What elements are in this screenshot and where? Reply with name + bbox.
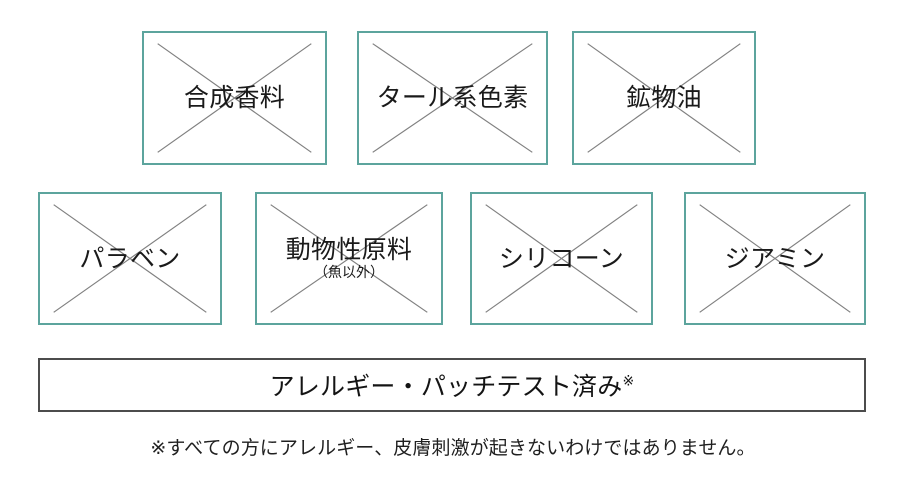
free-ingredient-box-paraben: パラベン <box>38 192 222 325</box>
free-ingredient-box-silicone: シリコーン <box>470 192 653 325</box>
free-ingredient-label-wrap: 鉱物油 <box>574 33 754 163</box>
free-ingredient-label: 鉱物油 <box>626 84 702 112</box>
free-ingredient-box-mineral-oil: 鉱物油 <box>572 31 756 165</box>
free-ingredient-label-wrap: シリコーン <box>472 194 651 323</box>
free-ingredient-label: ジアミン <box>724 244 826 273</box>
free-ingredient-label: シリコーン <box>498 244 625 273</box>
free-ingredient-sublabel: （魚以外） <box>314 264 384 281</box>
free-ingredient-box-tar-colorant: タール系色素 <box>357 31 548 165</box>
footnote-disclaimer: ※すべての方にアレルギー、皮膚刺激が起きないわけではありません。 <box>150 438 756 459</box>
free-ingredient-label-wrap: タール系色素 <box>359 33 546 163</box>
free-ingredient-label-wrap: ジアミン <box>686 194 864 323</box>
free-ingredient-label: タール系色素 <box>376 84 529 112</box>
free-ingredient-box-diamine: ジアミン <box>684 192 866 325</box>
free-ingredient-label-wrap: 動物性原料 （魚以外） <box>257 194 441 323</box>
banner-footnote-marker: ※ <box>622 372 635 389</box>
free-ingredient-label: 動物性原料 <box>285 236 413 265</box>
free-ingredient-label-wrap: 合成香料 <box>144 33 325 163</box>
free-ingredient-label-wrap: パラベン <box>40 194 220 323</box>
free-ingredient-box-synthetic-fragrance: 合成香料 <box>142 31 327 165</box>
banner-text: アレルギー・パッチテスト済み※ <box>270 367 635 403</box>
allergy-patch-test-banner: アレルギー・パッチテスト済み※ <box>38 358 866 412</box>
free-ingredient-box-animal-derived: 動物性原料 （魚以外） <box>255 192 443 325</box>
banner-text-main: アレルギー・パッチテスト済み <box>269 373 623 401</box>
free-ingredient-label: 合成香料 <box>183 84 286 112</box>
free-ingredient-label: パラベン <box>79 244 181 273</box>
